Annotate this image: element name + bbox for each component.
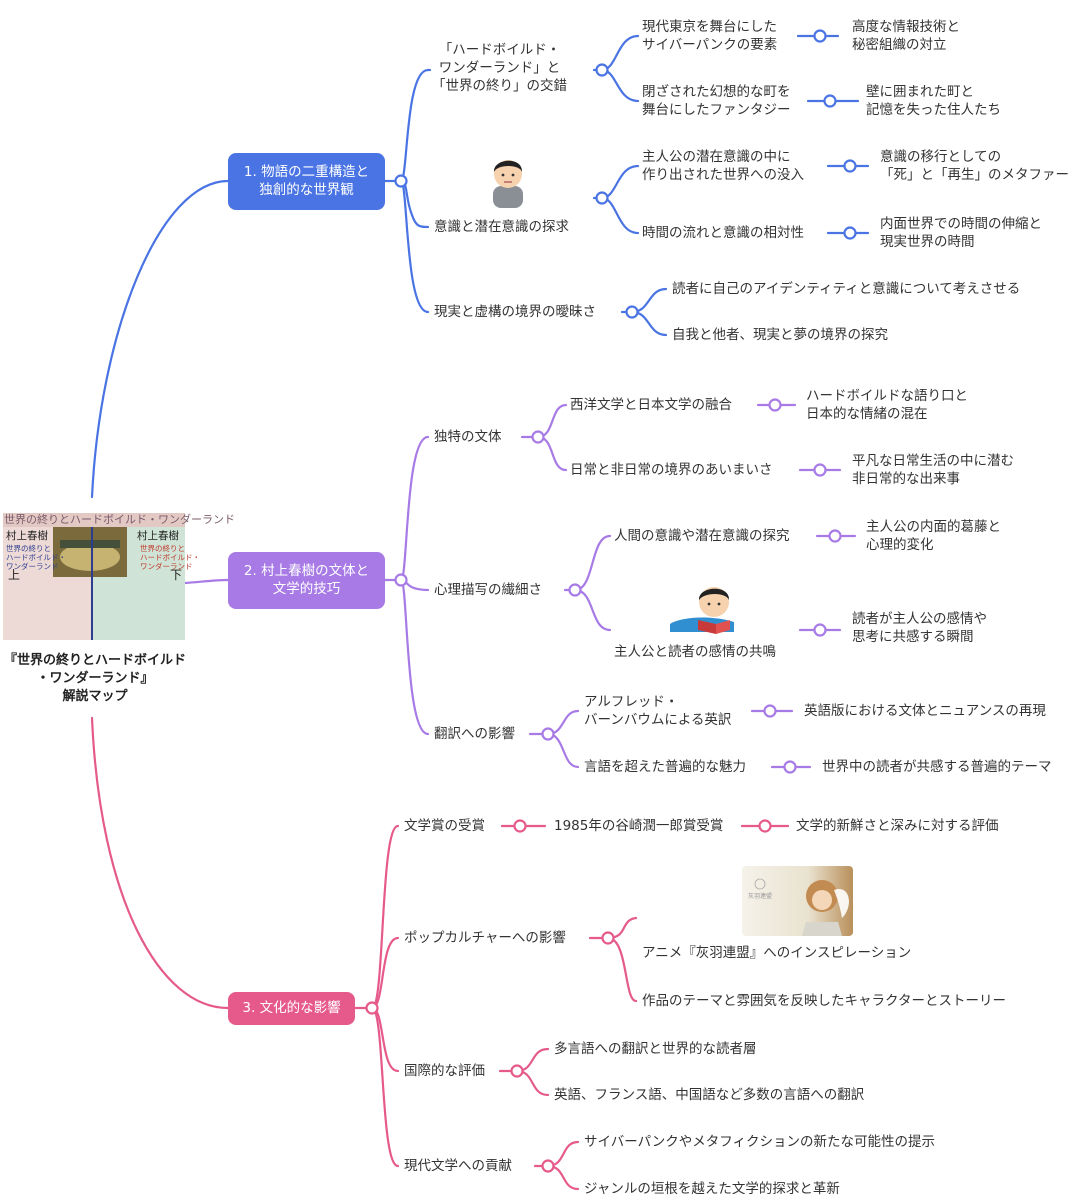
leaf-languages[interactable]: 英語、フランス語、中国語など多数の言語への翻訳 [554, 1087, 865, 1103]
svg-text:灰羽連盟: 灰羽連盟 [748, 892, 772, 900]
book-cover-image [3, 513, 185, 640]
node-translation[interactable]: 翻訳への影響 [434, 726, 515, 742]
leaf-info-tech[interactable]: 高度な情報技術と 秘密組織の対立 [852, 19, 960, 53]
leaf-universal-theme[interactable]: 世界中の読者が共感する普遍的テーマ [822, 759, 1052, 775]
node-cyberpunk[interactable]: 現代東京を舞台にした サイバーパンクの要素 [642, 19, 778, 53]
leaf-inner-conflict[interactable]: 主人公の内面的葛藤と 心理的変化 [866, 519, 1001, 553]
node-fantasy[interactable]: 閉ざされた幻想的な町を 舞台にしたファンタジー [642, 84, 791, 118]
node-birnbaum[interactable]: アルフレッド・ バーンバウムによる英訳 [584, 694, 732, 728]
leaf-death-rebirth[interactable]: 意識の移行としての 「死」と「再生」のメタファー [880, 149, 1069, 183]
node-everyday[interactable]: 日常と非日常の境界のあいまいさ [570, 462, 773, 478]
root-to-branch3-line [90, 716, 230, 1010]
cover-subtitle-right: 世界の終りと ハードボイルド・ ワンダーランド [140, 544, 200, 571]
node-international[interactable]: 国際的な評価 [404, 1063, 485, 1079]
cover-author-right: 村上春樹 [137, 530, 179, 542]
leaf-english-version[interactable]: 英語版における文体とニュアンスの再現 [804, 703, 1046, 719]
node-pop-culture[interactable]: ポップカルチャーへの影響 [404, 930, 566, 946]
reading-boy-icon [670, 587, 734, 634]
cover-subtitle-left: 世界の終りと ハードボイルド・ ワンダーランド [6, 544, 66, 571]
node-tanizaki[interactable]: 1985年の谷崎潤一郎賞受賞 [554, 818, 724, 834]
cover-author-left: 村上春樹 [6, 530, 48, 542]
leaf-evaluation[interactable]: 文学的新鮮さと深みに対する評価 [796, 818, 999, 834]
node-human-consciousness[interactable]: 人間の意識や潜在意識の探究 [614, 528, 790, 544]
leaf-walled-town[interactable]: 壁に囲まれた町と 記憶を失った住人たち [866, 84, 1001, 118]
branch3-label[interactable]: 3. 文化的な影響 [242, 1000, 341, 1016]
branch2-label[interactable]: 2. 村上春樹の文体と 文学的技巧 [243, 563, 370, 597]
node-contribution[interactable]: 現代文学への貢献 [404, 1158, 512, 1174]
branch1-box[interactable] [228, 153, 385, 210]
root-title[interactable]: 『世界の終りとハードボイルド ・ワンダーランド』 解説マップ [3, 653, 186, 704]
leaf-identity[interactable]: 読者に自己のアイデンティティと意識について考えさせる [672, 281, 1021, 297]
node-award[interactable]: 文学賞の受賞 [404, 818, 485, 834]
node-intersection[interactable]: 「ハードボイルド・ ワンダーランド」と 「世界の終り」の交錯 [432, 42, 567, 94]
node-empathy[interactable]: 主人公と読者の感情の共鳴 [614, 644, 776, 660]
leaf-characters[interactable]: 作品のテーマと雰囲気を反映したキャラクターとストーリー [642, 993, 1006, 1009]
node-universal[interactable]: 言語を超えた普遍的な魅力 [584, 759, 746, 775]
leaf-ordinary-life[interactable]: 平凡な日常生活の中に潜む 非日常的な出来事 [852, 453, 1014, 487]
leaf-hardboiled-tone[interactable]: ハードボイルドな語り口と 日本的な情緒の混在 [806, 388, 968, 422]
leaf-haibane[interactable]: アニメ『灰羽連盟』へのインスピレーション [642, 945, 912, 961]
leaf-genre[interactable]: ジャンルの垣根を越えた文学的探求と革新 [584, 1181, 840, 1197]
leaf-inner-time[interactable]: 内面世界での時間の伸縮と 現実世界の時間 [880, 216, 1042, 250]
leaf-ego-dream[interactable]: 自我と他者、現実と夢の境界の探究 [672, 327, 888, 343]
node-consciousness[interactable]: 意識と潜在意識の探求 [434, 219, 569, 235]
node-psychology[interactable]: 心理描写の繊細さ [434, 582, 542, 598]
node-unique-style[interactable]: 独特の文体 [434, 429, 502, 445]
leaf-metafiction[interactable]: サイバーパンクやメタフィクションの新たな可能性の提示 [584, 1134, 935, 1150]
node-reality-fiction[interactable]: 現実と虚構の境界の曖昧さ [434, 304, 596, 320]
cover-volume-right: 下 [170, 568, 183, 582]
node-east-west[interactable]: 西洋文学と日本文学の融合 [570, 397, 732, 413]
cover-top-text: 世界の終りとハードボイルド・ワンダーランド [4, 513, 235, 526]
cover-volume-left: 上 [8, 568, 21, 582]
leaf-reader-empathy[interactable]: 読者が主人公の感情や 思考に共感する瞬間 [852, 611, 987, 645]
anime-image-icon: 灰羽連盟 [742, 866, 853, 936]
node-time-flow[interactable]: 時間の流れと意識の相対性 [642, 225, 804, 241]
branch1-label[interactable]: 1. 物語の二重構造と 独創的な世界観 [243, 164, 370, 198]
root-to-branch1-line [90, 179, 230, 499]
thinking-man-icon [493, 160, 523, 208]
node-subconscious-world[interactable]: 主人公の潜在意識の中に 作り出された世界への没入 [642, 149, 804, 183]
root-to-branch2-line [183, 578, 230, 585]
branch3-box[interactable] [228, 992, 355, 1025]
leaf-multilingual[interactable]: 多言語への翻訳と世界的な読者層 [554, 1041, 757, 1057]
branch2-box[interactable] [228, 552, 385, 609]
